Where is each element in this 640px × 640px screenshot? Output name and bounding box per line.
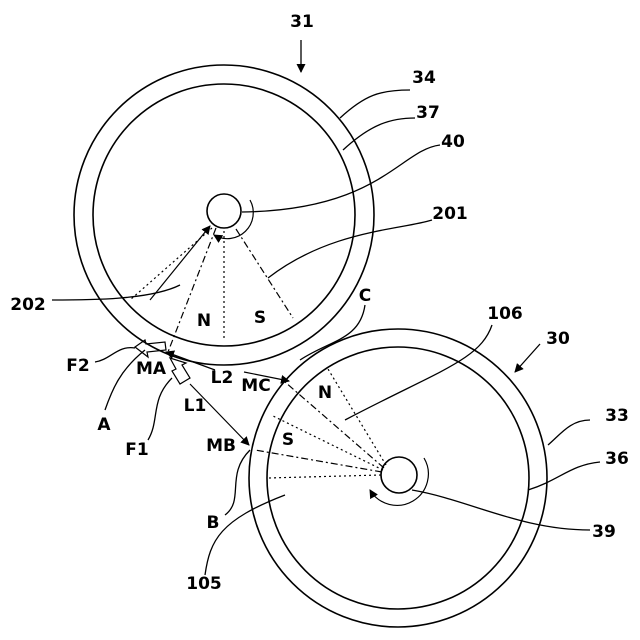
label-37: 37 <box>416 103 440 123</box>
label-b: B <box>207 513 220 533</box>
shaft-39 <box>381 457 417 493</box>
outer-sleeve-34 <box>74 65 374 365</box>
leader-37 <box>343 118 415 150</box>
leader-34 <box>340 90 410 118</box>
leader-33 <box>548 420 590 445</box>
label-n-lower: N <box>318 383 332 403</box>
label-f2: F2 <box>66 356 89 376</box>
label-mb: MB <box>206 436 236 456</box>
label-c: C <box>359 286 371 306</box>
label-30: 30 <box>546 329 570 349</box>
label-f1: F1 <box>125 440 148 460</box>
rotation-arrow-lower <box>370 458 428 505</box>
pole-line-lower-top <box>328 369 386 465</box>
label-36: 36 <box>605 449 629 469</box>
label-39: 39 <box>592 522 616 542</box>
label-201: 201 <box>432 204 468 224</box>
label-l2: L2 <box>211 368 234 388</box>
label-a: A <box>97 415 111 435</box>
label-105: 105 <box>186 574 222 594</box>
leader-106 <box>345 325 492 420</box>
label-s-lower: S <box>282 430 294 450</box>
pole-line-lower-mc <box>285 382 384 468</box>
direction-line-ma <box>168 228 216 352</box>
leader-f2 <box>95 348 135 362</box>
label-ma: MA <box>136 359 167 379</box>
leader-36 <box>528 462 600 490</box>
force-arrow-f1 <box>170 358 190 384</box>
pole-line-lower-bottom <box>268 475 381 478</box>
inner-sleeve-36 <box>267 347 529 609</box>
label-s-upper: S <box>254 308 266 328</box>
label-mc: MC <box>241 376 270 396</box>
label-34: 34 <box>412 68 436 88</box>
label-31: 31 <box>290 12 314 32</box>
rotation-arrow-upper <box>214 200 253 239</box>
gap-line-l2 <box>166 352 215 370</box>
label-33: 33 <box>605 406 629 426</box>
leader-39 <box>412 490 590 530</box>
label-202: 202 <box>10 295 46 315</box>
outer-sleeve-33 <box>249 329 547 627</box>
pole-line-lower-mb <box>255 450 382 472</box>
direction-arrow-upper <box>150 226 210 300</box>
label-106: 106 <box>487 304 523 324</box>
leader-f1 <box>148 378 172 440</box>
label-n-upper: N <box>197 311 211 331</box>
label-l1: L1 <box>184 396 207 416</box>
leader-105 <box>205 495 285 575</box>
leader-30 <box>515 344 540 372</box>
leader-b <box>225 450 250 515</box>
label-40: 40 <box>441 132 465 152</box>
pole-line-upper-right <box>236 229 293 318</box>
shaft-40 <box>207 194 241 228</box>
